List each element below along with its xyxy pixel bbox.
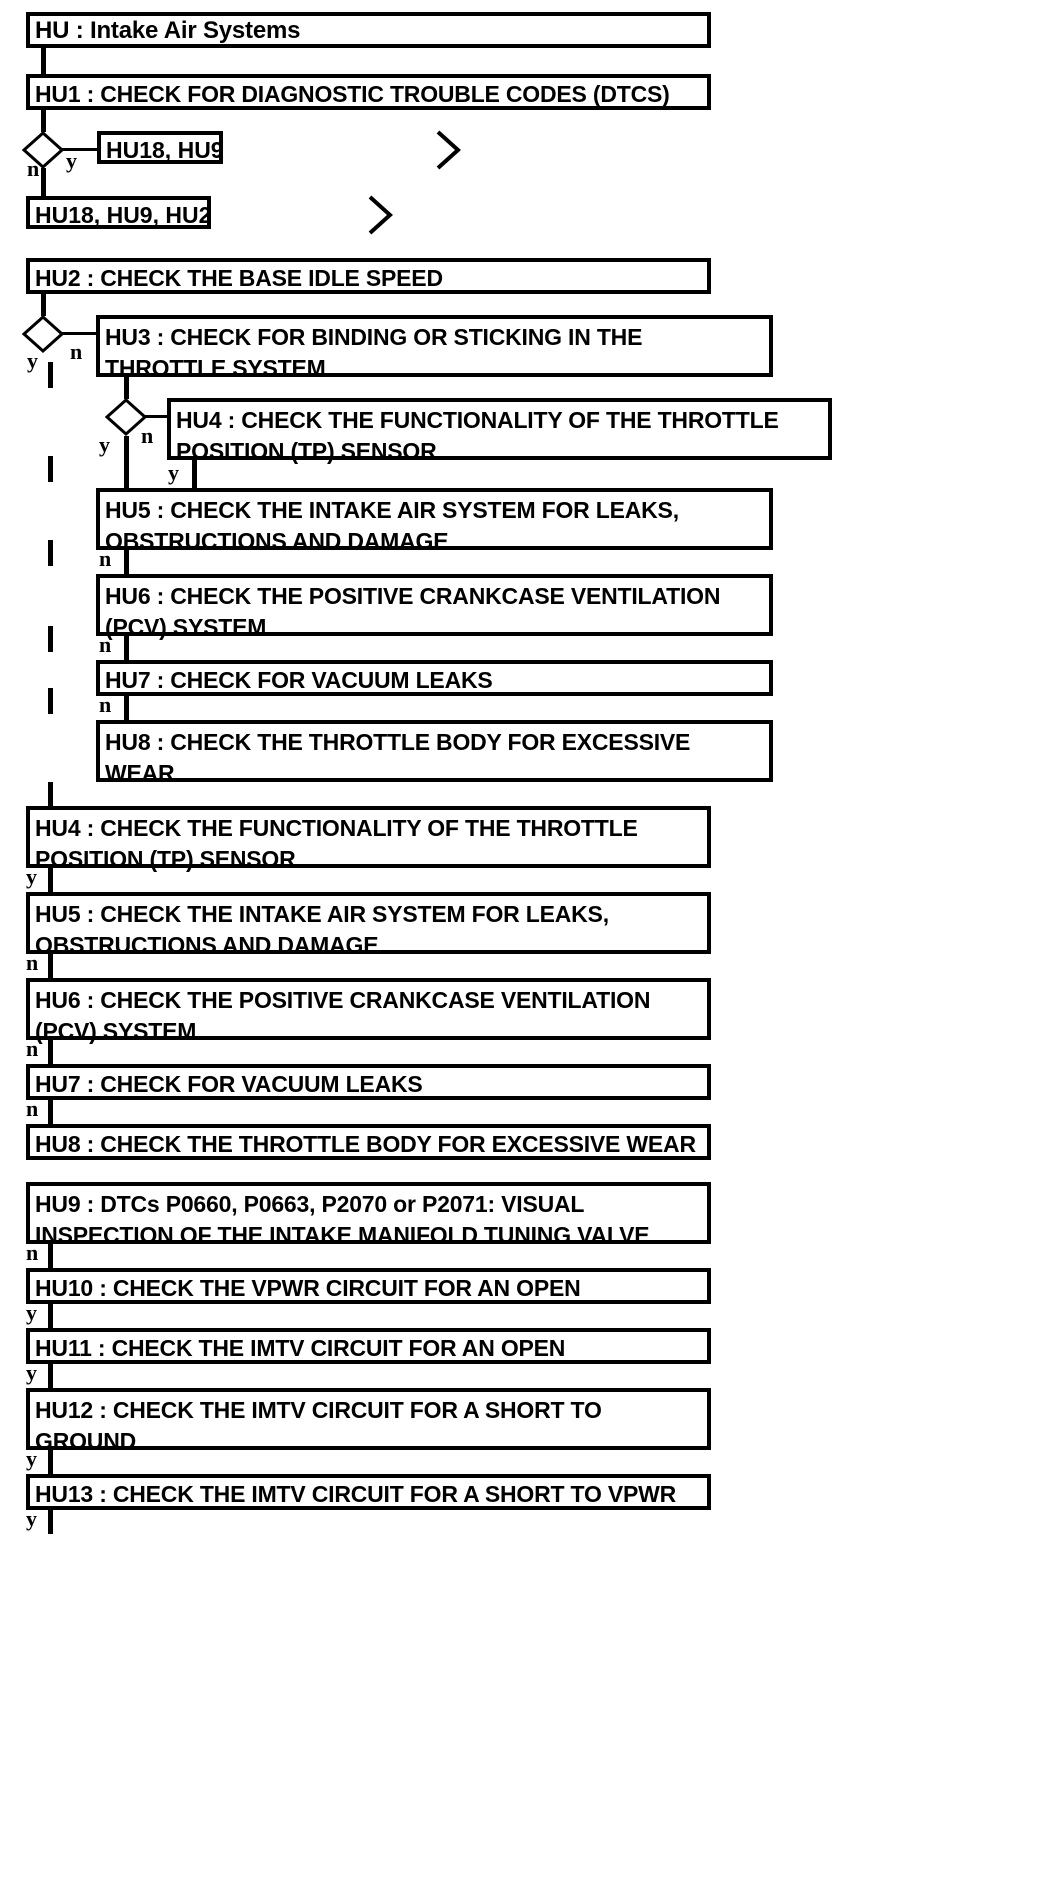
connector-decision3-yes bbox=[124, 436, 129, 488]
decision-node-1[interactable] bbox=[22, 131, 64, 169]
connector-decision1-no bbox=[41, 168, 46, 196]
goto-chevron-1 bbox=[434, 129, 464, 171]
connector-hu9-no bbox=[48, 1244, 53, 1268]
node-HU11[interactable]: HU11 : CHECK THE IMTV CIRCUIT FOR AN OPE… bbox=[26, 1328, 711, 1364]
branch-label-hu10-yes: y bbox=[26, 1300, 37, 1325]
branch-label-decision3-no: n bbox=[141, 423, 154, 448]
spine-decision2-yes-seg3 bbox=[48, 540, 53, 566]
node-HU12[interactable]: HU12 : CHECK THE IMTV CIRCUIT FOR A SHOR… bbox=[26, 1388, 711, 1454]
connector-hu4-yes bbox=[48, 868, 53, 892]
branch-label-hu6a-no: n bbox=[99, 632, 112, 657]
connector-hu6-no bbox=[48, 1040, 53, 1064]
connector-hu13-yes bbox=[48, 1510, 53, 1534]
node-HU13[interactable]: HU13 : CHECK THE IMTV CIRCUIT FOR A SHOR… bbox=[26, 1474, 711, 1510]
branch-decision3-no bbox=[145, 415, 169, 418]
connector-hu2-to-decision2 bbox=[41, 294, 46, 316]
connector-hu6a-no bbox=[124, 636, 129, 660]
node-HU4-nested[interactable]: HU4 : CHECK THE FUNCTIONALITY OF THE THR… bbox=[167, 398, 832, 464]
spine-decision2-yes-seg4 bbox=[48, 626, 53, 652]
branch-label-hu7-no: n bbox=[26, 1096, 39, 1121]
node-HU-title[interactable]: HU : Intake Air Systems bbox=[26, 12, 711, 48]
node-HU2[interactable]: HU2 : CHECK THE BASE IDLE SPEED bbox=[26, 258, 711, 294]
branch-label-hu6-no: n bbox=[26, 1036, 39, 1061]
connector-hu11-yes bbox=[48, 1364, 53, 1388]
branch-label-hu13-yes: y bbox=[26, 1506, 37, 1531]
node-ref-HU18-HU9-HU2[interactable]: HU18, HU9, HU2 bbox=[26, 196, 211, 229]
node-ref-HU18-HU9[interactable]: HU18, HU9 bbox=[97, 131, 224, 164]
node-HU5-nested[interactable]: HU5 : CHECK THE INTAKE AIR SYSTEM FOR LE… bbox=[96, 488, 773, 554]
branch-label-hu11-yes: y bbox=[26, 1360, 37, 1385]
connector-hu12-yes bbox=[48, 1450, 53, 1474]
connector-hu4a-yes bbox=[192, 460, 197, 488]
node-HU4[interactable]: HU4 : CHECK THE FUNCTIONALITY OF THE THR… bbox=[26, 806, 711, 872]
spine-decision2-yes-seg2 bbox=[48, 456, 53, 482]
connector-hu7a-no bbox=[124, 696, 129, 720]
spine-decision2-yes bbox=[48, 362, 53, 388]
decision-node-3[interactable] bbox=[105, 398, 147, 436]
branch-label-decision3-yes: y bbox=[99, 432, 110, 457]
branch-label-hu4a-yes: y bbox=[168, 460, 179, 485]
node-HU3[interactable]: HU3 : CHECK FOR BINDING OR STICKING IN T… bbox=[96, 315, 773, 381]
branch-label-hu5a-no: n bbox=[99, 546, 112, 571]
branch-decision2-no bbox=[62, 332, 98, 335]
spine-decision2-yes-seg5 bbox=[48, 688, 53, 714]
node-HU6-nested[interactable]: HU6 : CHECK THE POSITIVE CRANKCASE VENTI… bbox=[96, 574, 773, 640]
goto-chevron-2 bbox=[366, 194, 396, 236]
branch-label-hu9-no: n bbox=[26, 1240, 39, 1265]
node-HU1[interactable]: HU1 : CHECK FOR DIAGNOSTIC TROUBLE CODES… bbox=[26, 74, 711, 110]
branch-label-decision2-yes: y bbox=[27, 348, 38, 373]
branch-label-hu5-no: n bbox=[26, 950, 39, 975]
connector-hu7-no bbox=[48, 1100, 53, 1124]
branch-label-decision1-yes: y bbox=[66, 148, 77, 173]
node-HU7-nested[interactable]: HU7 : CHECK FOR VACUUM LEAKS bbox=[96, 660, 773, 696]
branch-decision1-yes bbox=[62, 148, 99, 151]
connector-hu-to-hu1 bbox=[41, 48, 46, 74]
node-HU6[interactable]: HU6 : CHECK THE POSITIVE CRANKCASE VENTI… bbox=[26, 978, 711, 1044]
node-HU10[interactable]: HU10 : CHECK THE VPWR CIRCUIT FOR AN OPE… bbox=[26, 1268, 711, 1304]
node-HU5[interactable]: HU5 : CHECK THE INTAKE AIR SYSTEM FOR LE… bbox=[26, 892, 711, 958]
node-HU7[interactable]: HU7 : CHECK FOR VACUUM LEAKS bbox=[26, 1064, 711, 1100]
connector-hu1-to-decision1 bbox=[41, 110, 46, 132]
branch-label-decision1-no: n bbox=[27, 156, 40, 181]
spine-decision2-yes-seg6 bbox=[48, 782, 53, 808]
connector-hu5-no bbox=[48, 954, 53, 978]
branch-label-decision2-no: n bbox=[70, 339, 83, 364]
node-HU9[interactable]: HU9 : DTCs P0660, P0663, P2070 or P2071:… bbox=[26, 1182, 711, 1248]
node-HU8[interactable]: HU8 : CHECK THE THROTTLE BODY FOR EXCESS… bbox=[26, 1124, 711, 1160]
branch-label-hu4-yes: y bbox=[26, 864, 37, 889]
branch-label-hu12-yes: y bbox=[26, 1446, 37, 1471]
connector-hu10-yes bbox=[48, 1304, 53, 1328]
node-HU8-nested[interactable]: HU8 : CHECK THE THROTTLE BODY FOR EXCESS… bbox=[96, 720, 773, 786]
branch-label-hu7a-no: n bbox=[99, 692, 112, 717]
decision-node-2[interactable] bbox=[22, 315, 64, 353]
connector-hu3-to-decision3 bbox=[124, 377, 129, 399]
connector-hu5a-no bbox=[124, 550, 129, 574]
